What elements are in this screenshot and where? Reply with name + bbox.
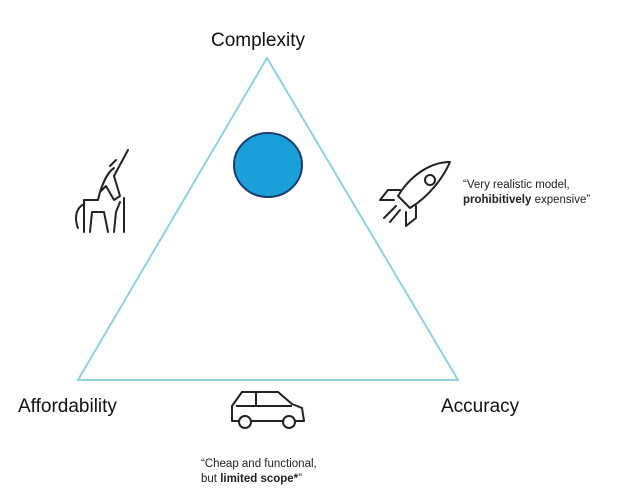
tradeoff-triangle [76, 56, 460, 381]
car-quote-line1: “Cheap and functional, [201, 458, 317, 470]
rocket-quote-line1: “Very realistic model, [463, 179, 570, 191]
car-icon [231, 391, 305, 429]
vertex-label-affordability: Affordability [18, 396, 117, 417]
car-quote-pre: but [201, 473, 221, 485]
car-quote-post: ” [298, 473, 302, 485]
rocket-quote: “Very realistic model, prohibitively exp… [463, 178, 590, 208]
rocket-quote-rest: expensive” [531, 194, 591, 206]
position-marker [233, 132, 303, 198]
unicorn-icon [75, 149, 129, 233]
rocket-quote-bold: prohibitively [463, 194, 532, 206]
vertex-label-accuracy: Accuracy [441, 396, 520, 417]
rocket-icon [379, 161, 451, 227]
car-quote-bold: limited scope* [220, 473, 299, 485]
vertex-label-complexity: Complexity [211, 30, 305, 51]
car-quote: “Cheap and functional, but limited scope… [201, 457, 317, 487]
